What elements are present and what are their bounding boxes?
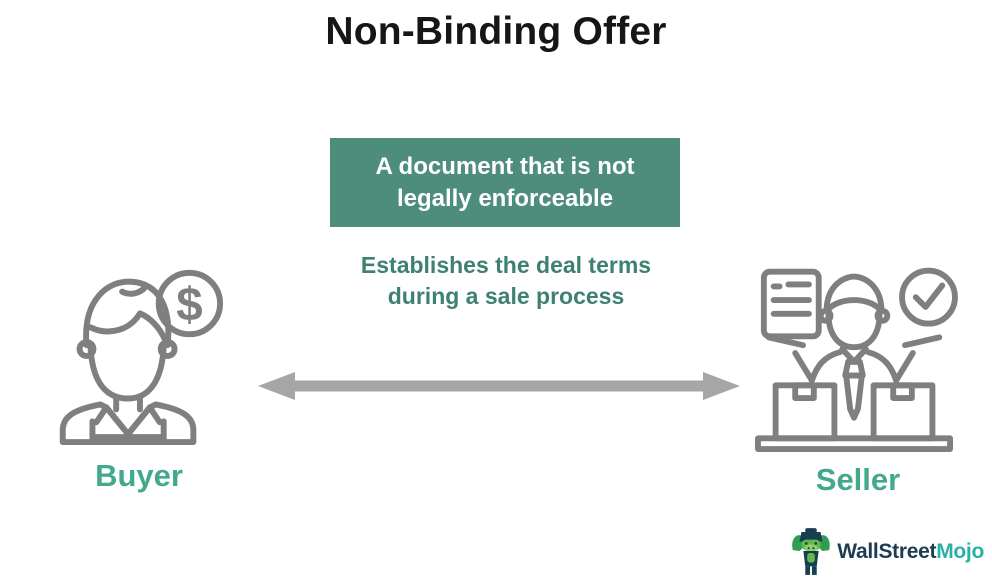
logo-text: WallStreetMojo [837, 540, 984, 564]
subtitle: Establishes the deal terms during a sale… [286, 250, 726, 312]
seller-person-with-boxes-document-check-icon [755, 267, 958, 452]
logo-text-mojo: Mojo [936, 540, 984, 563]
buyer-seller-arrow [258, 369, 740, 403]
buyer-label: Buyer [95, 458, 183, 493]
page-title: Non-Binding Offer [325, 10, 667, 53]
seller-label: Seller [815, 462, 901, 497]
bull-mascot-icon [792, 528, 831, 575]
subtitle-line-2: during a sale process [387, 283, 625, 309]
seller-entity: Seller [752, 256, 964, 498]
buyer-entity: $ Buyer [44, 260, 234, 494]
subtitle-line-1: Establishes the deal terms [360, 252, 652, 278]
logo-text-wallstreet: WallStreet [837, 540, 937, 563]
double-arrow-icon [258, 372, 740, 400]
svg-text:$: $ [176, 278, 202, 331]
definition-box: A document that is not legally enforceab… [330, 138, 680, 227]
buyer-person-with-dollar-coin-icon: $ [59, 269, 224, 446]
definition-line-2: legally enforceable [396, 184, 614, 212]
wallstreetmojo-logo: WallStreetMojo [790, 527, 984, 577]
definition-line-1: A document that is not [375, 152, 635, 180]
